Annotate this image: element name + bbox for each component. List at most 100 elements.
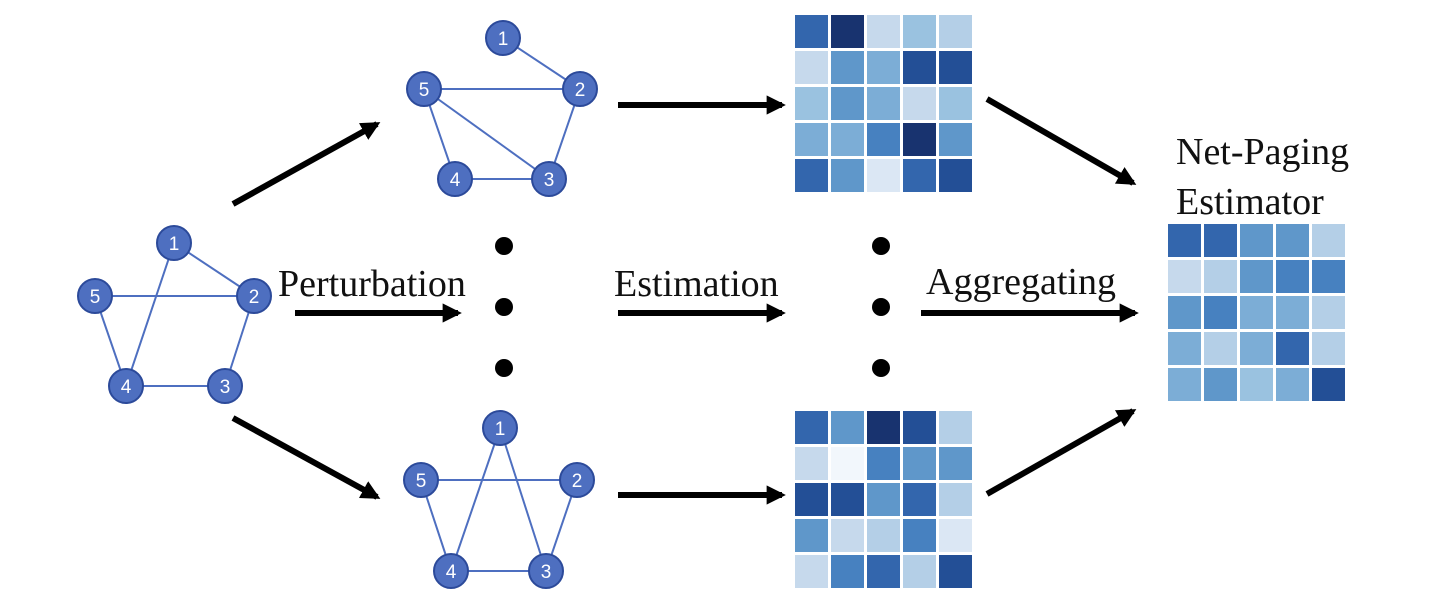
arrow-top-to-estimator	[985, 96, 1137, 186]
matrix-cell	[1168, 260, 1201, 293]
matrix-cell	[903, 123, 936, 156]
estimator-title-line1: Net-Paging	[1176, 131, 1349, 173]
arrow-bottom-to-estimator	[985, 408, 1137, 497]
graph-node-3	[528, 553, 564, 589]
graph-node-label: 3	[541, 562, 552, 583]
graph-node-3	[207, 368, 243, 404]
matrix-cell	[939, 555, 972, 588]
matrix-cell	[1240, 260, 1273, 293]
aggregated-estimator-matrix	[1168, 224, 1345, 401]
matrix-cell	[1240, 296, 1273, 329]
graph-node-label: 3	[220, 377, 231, 398]
matrix-cell	[939, 483, 972, 516]
arrows	[231, 95, 1139, 505]
matrix-cell	[795, 15, 828, 48]
matrix-cell	[1312, 260, 1345, 293]
estimate-matrix-bottom	[795, 411, 972, 588]
graph-node-label: 4	[446, 562, 457, 583]
matrix-cell	[867, 483, 900, 516]
matrix-cell	[903, 447, 936, 480]
matrix-cell	[939, 15, 972, 48]
graph-node-5	[77, 278, 113, 314]
matrix-cell	[831, 159, 864, 192]
matrix-cell	[795, 447, 828, 480]
matrix-cell	[1204, 332, 1237, 365]
matrix-cell	[1312, 296, 1345, 329]
graph-node-label: 5	[90, 287, 101, 308]
matrix-cell	[1312, 368, 1345, 401]
matrix-cell	[795, 87, 828, 120]
graph-node-3	[531, 161, 567, 197]
matrix-cell	[939, 447, 972, 480]
matrix-cell	[1204, 296, 1237, 329]
ellipsis-dot	[495, 359, 513, 377]
matrix-cell	[795, 51, 828, 84]
matrix-cell	[795, 123, 828, 156]
matrix-cell	[831, 555, 864, 588]
original-graph: 1 2 3 4 5	[77, 225, 272, 404]
graph-node-2	[562, 71, 598, 107]
graph-node-label: 1	[169, 234, 180, 255]
graph-node-4	[433, 553, 469, 589]
matrix-cell	[939, 87, 972, 120]
matrix-cell	[1240, 332, 1273, 365]
graph-node-4	[437, 161, 473, 197]
graph-node-2	[236, 278, 272, 314]
ellipsis-dots-matrices	[872, 237, 890, 377]
ellipsis-dot	[872, 359, 890, 377]
matrix-cell	[831, 483, 864, 516]
matrix-cell	[1168, 368, 1201, 401]
graph-node-label: 3	[544, 170, 555, 191]
graph-node-label: 4	[450, 170, 461, 191]
graph-node-1	[482, 410, 518, 446]
ellipsis-dot	[495, 298, 513, 316]
matrix-cell	[795, 555, 828, 588]
graph-node-1	[156, 225, 192, 261]
graph-node-label: 5	[419, 80, 430, 101]
matrix-cell	[795, 483, 828, 516]
matrix-cell	[939, 411, 972, 444]
matrix-cell	[939, 51, 972, 84]
matrix-cell	[1276, 296, 1309, 329]
graph-node-label: 2	[575, 80, 586, 101]
matrix-cell	[1276, 260, 1309, 293]
graph-node-5	[406, 71, 442, 107]
matrix-cell	[903, 15, 936, 48]
matrix-cell	[939, 519, 972, 552]
graph-node-label: 1	[498, 29, 509, 50]
matrix-cell	[867, 447, 900, 480]
matrix-cell	[1276, 368, 1309, 401]
graph-edge-1-4	[450, 427, 501, 572]
graph-node-label: 4	[121, 377, 132, 398]
graph-node-label: 2	[572, 471, 583, 492]
graph-node-5	[403, 462, 439, 498]
ellipsis-dot	[495, 237, 513, 255]
ellipsis-dots-graphs	[495, 237, 513, 377]
graph-edge-5-3	[423, 88, 550, 180]
matrix-cell	[1312, 332, 1345, 365]
matrix-cell	[795, 159, 828, 192]
estimator-title-line2: Estimator	[1176, 181, 1324, 223]
estimate-matrix-top	[795, 15, 972, 192]
graph-node-2	[559, 462, 595, 498]
matrix-cell	[831, 87, 864, 120]
arrow-original-to-top	[231, 121, 381, 207]
matrix-cell	[1276, 224, 1309, 257]
matrix-cell	[1204, 260, 1237, 293]
matrix-cell	[831, 411, 864, 444]
estimation-label: Estimation	[614, 263, 779, 305]
graph-node-4	[108, 368, 144, 404]
matrix-cell	[867, 411, 900, 444]
matrix-cell	[831, 519, 864, 552]
matrix-cell	[1204, 368, 1237, 401]
graph-node-label: 1	[495, 419, 506, 440]
matrix-cell	[1204, 224, 1237, 257]
graph-node-label: 2	[249, 287, 260, 308]
matrix-cell	[1168, 296, 1201, 329]
matrix-cell	[903, 483, 936, 516]
graph-edge-1-4	[125, 242, 175, 387]
matrix-cell	[1168, 332, 1201, 365]
matrix-cell	[831, 51, 864, 84]
matrix-cell	[903, 51, 936, 84]
